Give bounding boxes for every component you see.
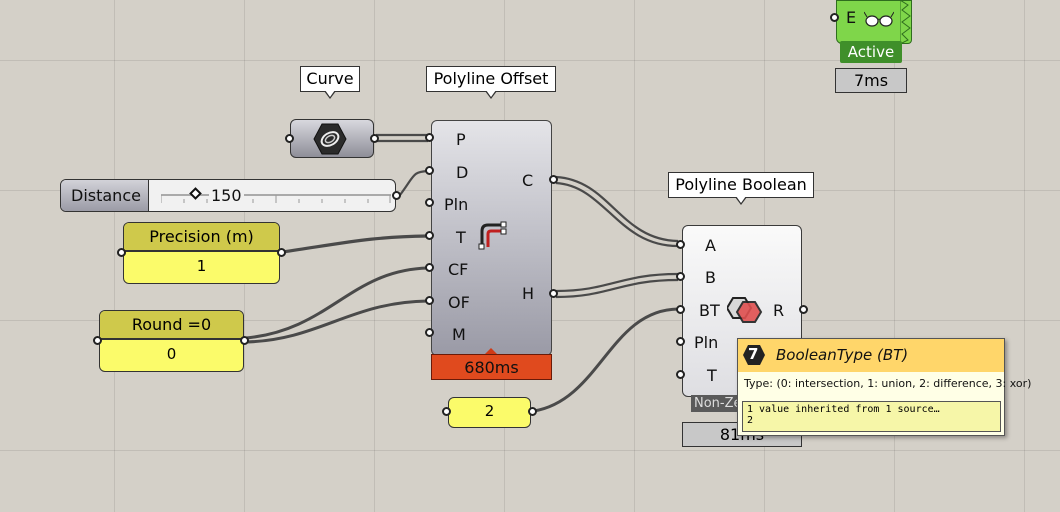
bt-value: 2 [484, 402, 495, 420]
round-value[interactable]: 0 [166, 345, 177, 363]
precision-input-grip[interactable] [117, 248, 126, 257]
wire-h-b [555, 272, 679, 293]
offset-timer: 680ms [431, 354, 552, 380]
precision-panel[interactable]: Precision (m) 1 [123, 222, 280, 284]
offset-grip-h[interactable] [549, 289, 558, 298]
offset-output-c[interactable]: C [522, 171, 534, 190]
bool-grip-t[interactable] [676, 370, 685, 379]
distance-label: Distance [71, 186, 141, 205]
tooltip-info-box: 1 value inherited from 1 source… 2 [742, 401, 1001, 432]
precision-value[interactable]: 1 [196, 257, 207, 275]
status-widget[interactable]: E Active [830, 0, 914, 63]
offset-input-of[interactable]: OF [448, 293, 470, 312]
offset-timer-caret-icon [483, 348, 499, 356]
curve-output-grip[interactable] [370, 134, 379, 143]
curve-callout: Curve [300, 66, 360, 99]
tooltip-info-line1: 1 value inherited from 1 source… [747, 404, 940, 415]
bool-input-b[interactable]: B [705, 268, 716, 287]
wire-precision-t [282, 234, 429, 254]
bool-grip-bt[interactable] [676, 305, 685, 314]
bool-grip-a[interactable] [676, 240, 685, 249]
polyline-offset-component[interactable]: P D Pln T CF OF M C H [431, 120, 552, 356]
offset-grip-cf[interactable] [425, 263, 434, 272]
offset-grip-c[interactable] [549, 175, 558, 184]
bt-value-input-grip[interactable] [442, 407, 451, 416]
distance-label-box: Distance [61, 180, 149, 211]
bool-grip-r[interactable] [799, 305, 808, 314]
bool-input-bt[interactable]: BT [699, 301, 720, 320]
polyline-offset-callout: Polyline Offset [426, 66, 556, 99]
booleantype-tooltip: 7 BooleanType (BT) Type: (0: intersectio… [737, 338, 1031, 436]
wire-h-b-2 [555, 278, 679, 299]
offset-input-cf[interactable]: CF [448, 260, 469, 279]
offset-grip-p[interactable] [425, 133, 434, 142]
precision-output-grip[interactable] [277, 248, 286, 257]
status-label: Active [840, 41, 902, 63]
round-panel[interactable]: Round =0 0 [99, 310, 244, 372]
status-input-label: E [846, 8, 857, 27]
tooltip-info-line2: 2 [747, 415, 754, 426]
offset-grip-pln[interactable] [425, 198, 434, 207]
bool-grip-b[interactable] [676, 272, 685, 281]
offset-output-h[interactable]: H [522, 284, 535, 303]
bool-grip-pln[interactable] [676, 337, 685, 346]
bool-input-pln[interactable]: Pln [694, 333, 719, 352]
wire-round-of [245, 299, 429, 344]
offset-corner-icon [478, 219, 510, 255]
bt-value-panel[interactable]: 2 [448, 397, 531, 428]
wire-c-a-2 [555, 181, 679, 248]
tooltip-title: BooleanType (BT) [776, 346, 909, 364]
offset-grip-m[interactable] [425, 328, 434, 337]
offset-grip-d[interactable] [425, 166, 434, 175]
glasses-icon [863, 8, 895, 34]
bool-output-r[interactable]: R [773, 301, 785, 320]
curve-param[interactable] [290, 119, 374, 158]
distance-value: 150 [209, 186, 244, 205]
bool-input-t[interactable]: T [707, 366, 717, 385]
polyline-boolean-callout: Polyline Boolean [668, 172, 814, 205]
wire-distance-d [399, 169, 429, 196]
tooltip-badge-number: 7 [748, 345, 759, 363]
tooltip-badge [742, 344, 766, 370]
tooltip-header [738, 339, 1004, 372]
offset-grip-t[interactable] [425, 231, 434, 240]
distance-slider[interactable]: Distance 150 [60, 179, 396, 212]
status-input-grip[interactable] [830, 13, 839, 22]
wire-round-cf [245, 266, 429, 340]
round-header: Round =0 [100, 311, 243, 340]
boolean-hexagons-icon [725, 294, 765, 328]
round-input-grip[interactable] [93, 336, 102, 345]
offset-input-p[interactable]: P [456, 130, 466, 149]
status-timer: 7ms [835, 68, 907, 93]
tooltip-type-line: Type: (0: intersection, 1: union, 2: dif… [744, 377, 1032, 390]
curve-input-grip[interactable] [285, 134, 294, 143]
bt-value-output-grip[interactable] [528, 407, 537, 416]
offset-input-d[interactable]: D [456, 163, 469, 182]
offset-grip-of[interactable] [425, 296, 434, 305]
precision-header: Precision (m) [124, 223, 279, 252]
round-output-grip[interactable] [240, 336, 249, 345]
offset-input-m[interactable]: M [452, 325, 466, 344]
bool-input-a[interactable]: A [705, 236, 716, 255]
curve-hex-icon [312, 122, 348, 160]
offset-input-t[interactable]: T [456, 228, 466, 247]
offset-input-pln[interactable]: Pln [444, 195, 469, 214]
status-zigzag-edge [899, 0, 914, 45]
distance-output-grip[interactable] [392, 191, 401, 200]
wire-2-bt [533, 307, 679, 413]
wire-c-a [555, 175, 679, 243]
